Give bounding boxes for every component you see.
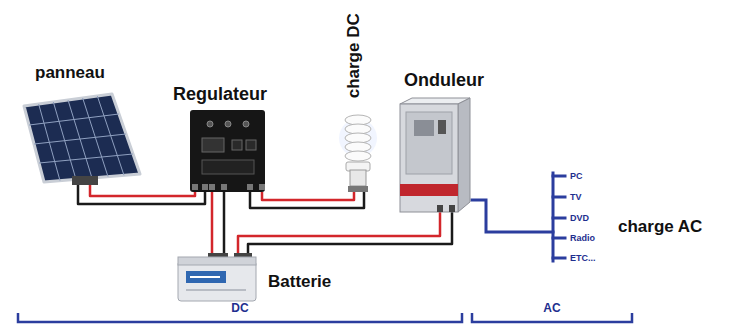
negative-wire	[250, 192, 364, 208]
ac-output-wire	[472, 200, 553, 232]
inverter: Onduleur	[400, 98, 472, 212]
component-label: Batterie	[268, 272, 331, 292]
panel-cells	[24, 94, 140, 182]
ac-load-item: PC	[570, 171, 583, 181]
regulator-panel	[202, 160, 254, 174]
positive-wire	[211, 192, 214, 253]
ac-branch	[553, 175, 565, 178]
inverter-switch	[438, 120, 446, 134]
battery-icon	[178, 253, 256, 301]
inverter-panel	[406, 112, 452, 174]
ac-load-item: DVD	[570, 213, 589, 223]
status-led	[207, 121, 213, 127]
battery-detail	[186, 289, 246, 291]
ac-distribution	[472, 173, 565, 261]
battery-sticker	[186, 271, 226, 283]
charge-regulator: Regulateur	[190, 110, 265, 192]
cable-pair	[250, 192, 364, 208]
terminal-screw	[247, 184, 253, 190]
bulb-contact	[348, 186, 368, 192]
dc-load-bulb: charge DC	[338, 112, 378, 192]
charge-regulator-icon	[190, 110, 265, 192]
ac-branch	[553, 217, 565, 220]
bulb-base	[350, 170, 366, 186]
ac-branch	[553, 196, 565, 199]
ac-load-item: TV	[570, 192, 582, 202]
status-led	[225, 121, 231, 127]
ac-load-item: Radio	[570, 233, 595, 243]
regulator-body	[190, 110, 265, 192]
cable-pair	[238, 212, 452, 253]
dc-load-bulb-icon	[338, 112, 378, 192]
inverter-side	[458, 98, 470, 212]
regulator-button	[232, 140, 242, 150]
positive-wire	[238, 212, 440, 253]
battery-lid	[178, 257, 256, 265]
ac-branch	[553, 237, 565, 240]
inverter-display	[414, 120, 434, 136]
inverter-band	[400, 184, 458, 196]
positive-wire	[262, 192, 354, 200]
section-brackets	[18, 313, 632, 322]
junction-box	[72, 176, 98, 185]
component-label: panneau	[35, 63, 105, 83]
inverter-front	[400, 104, 458, 212]
cable-pair	[212, 192, 224, 253]
regulator-button	[246, 140, 256, 150]
dc-terminal	[437, 205, 443, 212]
panel-grid	[39, 154, 133, 163]
component-label: Onduleur	[404, 70, 484, 91]
section-label: AC	[543, 302, 560, 316]
ac-load-item: ETC...	[570, 253, 596, 263]
status-led	[243, 121, 249, 127]
negative-wire	[78, 185, 205, 204]
terminal-screw	[192, 184, 198, 190]
group-label: charge AC	[618, 217, 702, 237]
battery-body	[178, 261, 256, 301]
connector-layer	[78, 185, 452, 253]
sticker-stripe	[190, 276, 220, 278]
solar-panel-icon	[20, 92, 142, 185]
regulator-display	[202, 138, 224, 152]
negative-wire	[223, 192, 226, 253]
section-label: DC	[231, 302, 248, 316]
component-label: charge DC	[344, 13, 364, 98]
dc-terminal	[449, 205, 455, 212]
positive-wire	[90, 185, 195, 196]
solar-panel: panneau	[20, 92, 142, 185]
battery: Batterie	[178, 253, 256, 301]
ac-branch	[553, 257, 565, 260]
inverter-icon	[400, 98, 472, 212]
terminal-screw	[259, 184, 265, 190]
terminal-screw	[209, 184, 215, 190]
cable-pair	[78, 185, 205, 204]
bulb-tube	[345, 151, 371, 161]
panel-grid	[34, 134, 126, 144]
terminal-screw	[221, 184, 227, 190]
panel-grid	[29, 114, 119, 125]
component-label: Regulateur	[173, 84, 267, 105]
terminal-screw	[202, 184, 208, 190]
negative-wire	[248, 212, 452, 253]
